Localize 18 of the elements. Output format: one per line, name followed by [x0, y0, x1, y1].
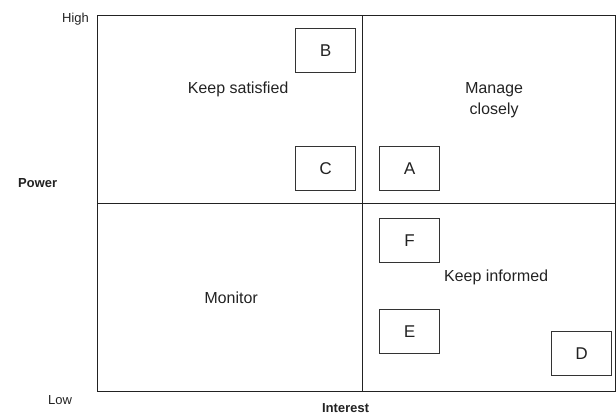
axis-label: Power — [18, 175, 58, 190]
axis-label: High — [62, 10, 89, 25]
grid-quadrant — [362, 203, 616, 392]
quadrant-label: Manage closely — [464, 79, 524, 120]
quadrant-label: Keep informed — [442, 267, 550, 287]
stakeholder-box: A — [379, 146, 440, 191]
stakeholder-box: D — [551, 331, 612, 376]
grid-quadrant — [362, 15, 616, 204]
quadrant-label: Keep satisfied — [186, 79, 290, 99]
axis-label: Low — [48, 392, 72, 407]
quadrant-label: Monitor — [203, 289, 259, 309]
grid-quadrant — [97, 15, 363, 204]
stakeholder-box: C — [295, 146, 356, 191]
stakeholder-box: F — [379, 218, 440, 263]
grid-quadrant — [97, 203, 363, 392]
axis-label: Interest — [322, 400, 369, 415]
stakeholder-box: E — [379, 309, 440, 354]
stakeholder-box: B — [295, 28, 356, 73]
